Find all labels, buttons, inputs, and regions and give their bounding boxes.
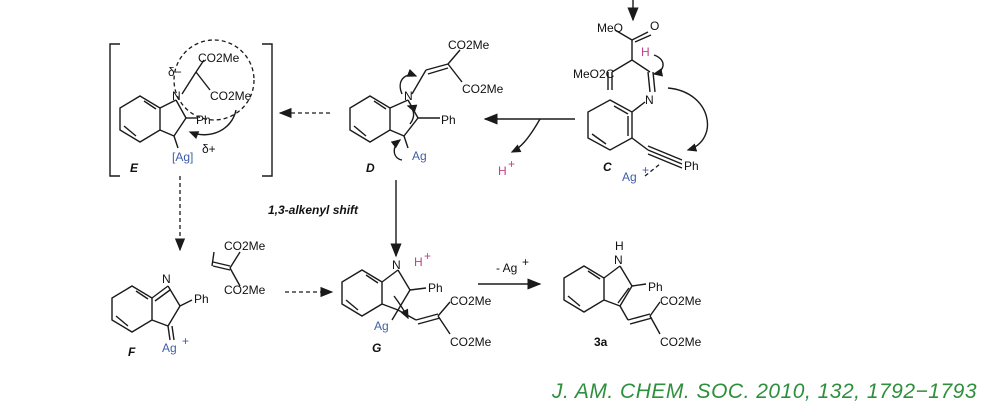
label-ag-e: [Ag] xyxy=(172,150,193,164)
label-ph-e: Ph xyxy=(196,113,211,127)
label-shift: 1,3-alkenyl shift xyxy=(268,203,359,217)
label-ag-d: Ag xyxy=(412,149,427,163)
label-ph-c: Ph xyxy=(684,159,699,173)
label-g: G xyxy=(372,341,381,355)
label-n-f: N xyxy=(162,272,171,286)
label-n-e: N xyxy=(172,89,181,103)
structure-e: N Ph CO2Me CO2Me δ− [Ag] δ+ E xyxy=(109,39,273,177)
label-co2me-3a2: CO2Me xyxy=(660,335,702,349)
structure-g: N H + Ph Ag CO2Me CO2Me G xyxy=(341,249,492,355)
label-minus-ag: - Ag xyxy=(496,261,517,275)
product-3a: H N Ph CO2Me CO2Me 3a xyxy=(563,239,702,349)
proton-g-sup: + xyxy=(424,249,431,263)
proton-g: H xyxy=(414,255,423,269)
ag-plus-c: + xyxy=(642,163,649,177)
h-plus-release: H xyxy=(498,164,507,178)
label-ag-c: Ag xyxy=(622,170,637,184)
label-d: D xyxy=(366,161,375,175)
citation: J. AM. CHEM. SOC. 2010, 132, 1792−1793 xyxy=(552,380,978,403)
h-plus-sup: + xyxy=(508,157,515,171)
structure-d: N Ph CO2Me CO2Me Ag D xyxy=(349,38,504,175)
label-ph-d: Ph xyxy=(441,113,456,127)
label-co2me-g1: CO2Me xyxy=(450,294,492,308)
delta-plus-e: δ+ xyxy=(202,142,216,156)
label-n: N xyxy=(645,93,654,107)
label-c: C xyxy=(603,160,612,174)
label-e: E xyxy=(130,161,139,175)
label-co2me-3a1: CO2Me xyxy=(660,294,702,308)
label-3a: 3a xyxy=(594,335,608,349)
proton-h: H xyxy=(641,45,650,59)
label-co2me-e1: CO2Me xyxy=(198,51,240,65)
label-h-3a: H xyxy=(615,239,624,253)
label-co2me-f2: CO2Me xyxy=(224,283,266,297)
label-ag-f: Ag xyxy=(162,341,177,355)
label-meo2c: MeO2C xyxy=(573,67,615,81)
label-n-3a: N xyxy=(614,253,623,267)
label-ph-f: Ph xyxy=(194,292,209,306)
arrow-proton-release xyxy=(510,118,541,153)
ag-plus-f: + xyxy=(182,334,189,348)
label-f: F xyxy=(128,345,136,359)
label-o: O xyxy=(650,19,659,33)
label-co2me-e2: CO2Me xyxy=(210,89,252,103)
label-co2me-d2: CO2Me xyxy=(462,82,504,96)
label-n-g: N xyxy=(392,258,401,272)
label-co2me-d1: CO2Me xyxy=(448,38,490,52)
minus-ag-sup: + xyxy=(522,255,529,269)
structure-c: N MeO O H MeO2C Ph Ag + C xyxy=(573,19,709,184)
label-co2me-f1: CO2Me xyxy=(224,239,266,253)
label-n-d: N xyxy=(404,89,413,103)
label-ag-g: Ag xyxy=(374,319,389,333)
label-ph-3a: Ph xyxy=(648,280,663,294)
label-co2me-g2: CO2Me xyxy=(450,335,492,349)
label-ph-g: Ph xyxy=(428,281,443,295)
structure-f: N Ph Ag + F CO2Me CO2Me xyxy=(111,239,266,359)
label-meo: MeO xyxy=(597,21,623,35)
